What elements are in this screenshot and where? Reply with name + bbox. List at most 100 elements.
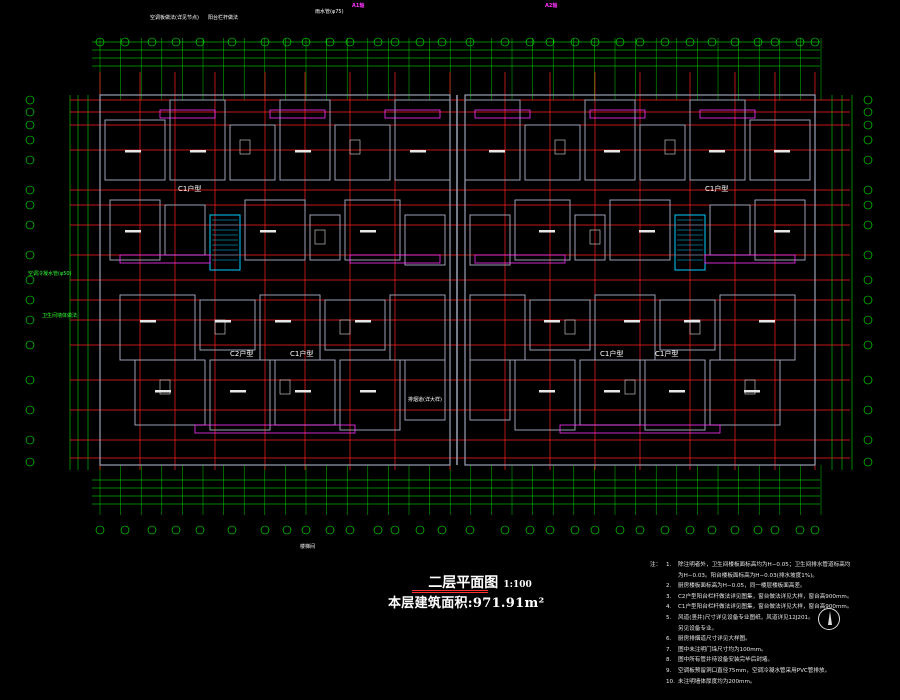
axis-bubble-right <box>863 120 873 130</box>
axis-bubble-bottom <box>570 525 580 535</box>
note-number: 3. <box>666 593 672 600</box>
room-name-text <box>604 150 620 153</box>
unit-label-lower-4: C1户型 <box>655 350 679 358</box>
room-name-text <box>295 390 311 393</box>
axis-bubble-bottom <box>345 525 355 535</box>
note-number: 4. <box>666 604 672 611</box>
note-number: 1. <box>666 562 672 568</box>
axis-bubble-bottom <box>615 525 625 535</box>
axis-bubble-top <box>415 37 425 47</box>
note-text: 风道(竖井)尺寸详见设备专业图纸，风道详见12J201。 <box>678 614 814 621</box>
axis-bubble-left <box>25 250 35 260</box>
axis-bubble-left <box>25 220 35 230</box>
callout-7: 楼梯间 <box>300 544 316 550</box>
axis-bubble-right <box>863 185 873 195</box>
room-name-text <box>125 150 141 153</box>
room-wall <box>754 199 806 261</box>
note-text: C2户型阳台栏杆做法详见图集，窗台做法详见大样，窗台高900mm。 <box>678 593 853 600</box>
axis-bubble-top <box>301 37 311 47</box>
room-wall <box>749 119 811 181</box>
room-name-text <box>230 390 246 393</box>
balcony-outline <box>349 254 441 264</box>
fixture-symbol <box>349 139 361 155</box>
axis-bubble-top <box>525 37 535 47</box>
axis-bubble-bottom <box>590 525 600 535</box>
note-continuation: 另见设备专业。 <box>678 625 718 632</box>
note-text: 厨房楼板面标高为H−0.05，同一楼层楼板面高差。 <box>678 583 806 590</box>
axis-bubble-bottom <box>390 525 400 535</box>
axis-bubble-top <box>570 37 580 47</box>
room-name-text <box>410 150 426 153</box>
room-wall <box>584 99 636 181</box>
room-wall <box>514 199 571 261</box>
fixture-symbol <box>589 229 601 245</box>
axis-bubble-right <box>863 405 873 415</box>
axis-bubble-left <box>25 95 35 105</box>
room-name-text <box>190 150 206 153</box>
room-name-text <box>774 230 790 233</box>
unit-label-lower-2: C1户型 <box>290 350 314 358</box>
room-name-text <box>759 320 775 323</box>
unit-label-upper-left: C1户型 <box>178 185 202 193</box>
room-labels <box>125 150 790 393</box>
title-underline-2 <box>412 592 488 593</box>
room-wall <box>209 359 271 431</box>
axis-bubble-top <box>345 37 355 47</box>
axis-bubble-right <box>863 250 873 260</box>
room-wall <box>169 99 226 181</box>
axis-bubble-top <box>120 37 130 47</box>
axis-bubble-bottom <box>120 525 130 535</box>
room-wall <box>469 359 511 421</box>
room-wall <box>109 199 161 261</box>
room-wall <box>104 119 166 181</box>
balcony-outline <box>474 109 531 119</box>
room-name-text <box>604 390 620 393</box>
axis-bubble-top <box>437 37 447 47</box>
room-wall <box>644 359 706 431</box>
axis-bubble-right <box>863 435 873 445</box>
room-wall <box>639 124 686 181</box>
room-wall <box>199 299 256 351</box>
note-text: 厨房排烟道尺寸详见大样图。 <box>678 636 751 643</box>
room-name-text <box>260 230 276 233</box>
axis-bubble-right <box>863 295 873 305</box>
room-wall <box>339 359 401 431</box>
axis-bubble-top <box>615 37 625 47</box>
room-name-text <box>639 230 655 233</box>
axis-bubble-bottom <box>147 525 157 535</box>
general-notes: 注： 1. 除注明者外，卫生间楼板面标高均为H−0.05；卫生间排水管道标高均 … <box>650 560 890 687</box>
fixture-symbol <box>664 139 676 155</box>
room-name-text <box>125 230 141 233</box>
axis-bubble-right <box>863 200 873 210</box>
unit-label-lower-1: C2户型 <box>230 350 254 358</box>
room-name-text <box>275 320 291 323</box>
axis-bubble-left <box>25 120 35 130</box>
stair-core <box>209 214 241 271</box>
note-text: C1户型阳台栏杆做法详见图集，窗台做法详见大样，窗台高900mm。 <box>678 604 853 611</box>
room-wall <box>404 359 446 421</box>
axis-bubble-top <box>795 37 805 47</box>
axis-bubble-bottom <box>500 525 510 535</box>
room-wall <box>404 214 446 266</box>
room-wall <box>469 294 526 361</box>
room-name-text <box>744 390 760 393</box>
room-wall <box>709 359 781 426</box>
callout-4: 空调冷凝水管(φ50) <box>28 271 72 277</box>
title-underline-1 <box>412 590 488 591</box>
room-name-text <box>155 390 171 393</box>
axis-bubble-left <box>25 405 35 415</box>
axis-bubble-bottom <box>437 525 447 535</box>
axis-bubble-left <box>25 295 35 305</box>
room-name-text <box>355 320 371 323</box>
axis-bubble-top <box>753 37 763 47</box>
axis-bubble-right <box>863 135 873 145</box>
balcony-outline <box>704 254 796 264</box>
room-name-text <box>140 320 156 323</box>
building-outline <box>464 94 816 466</box>
room-name-text <box>539 230 555 233</box>
axis-bubble-right <box>863 315 873 325</box>
axis-bubble-right <box>863 155 873 165</box>
axis-bubble-bottom <box>545 525 555 535</box>
axis-bubbles <box>25 37 873 535</box>
note-number: 9. <box>666 667 672 674</box>
